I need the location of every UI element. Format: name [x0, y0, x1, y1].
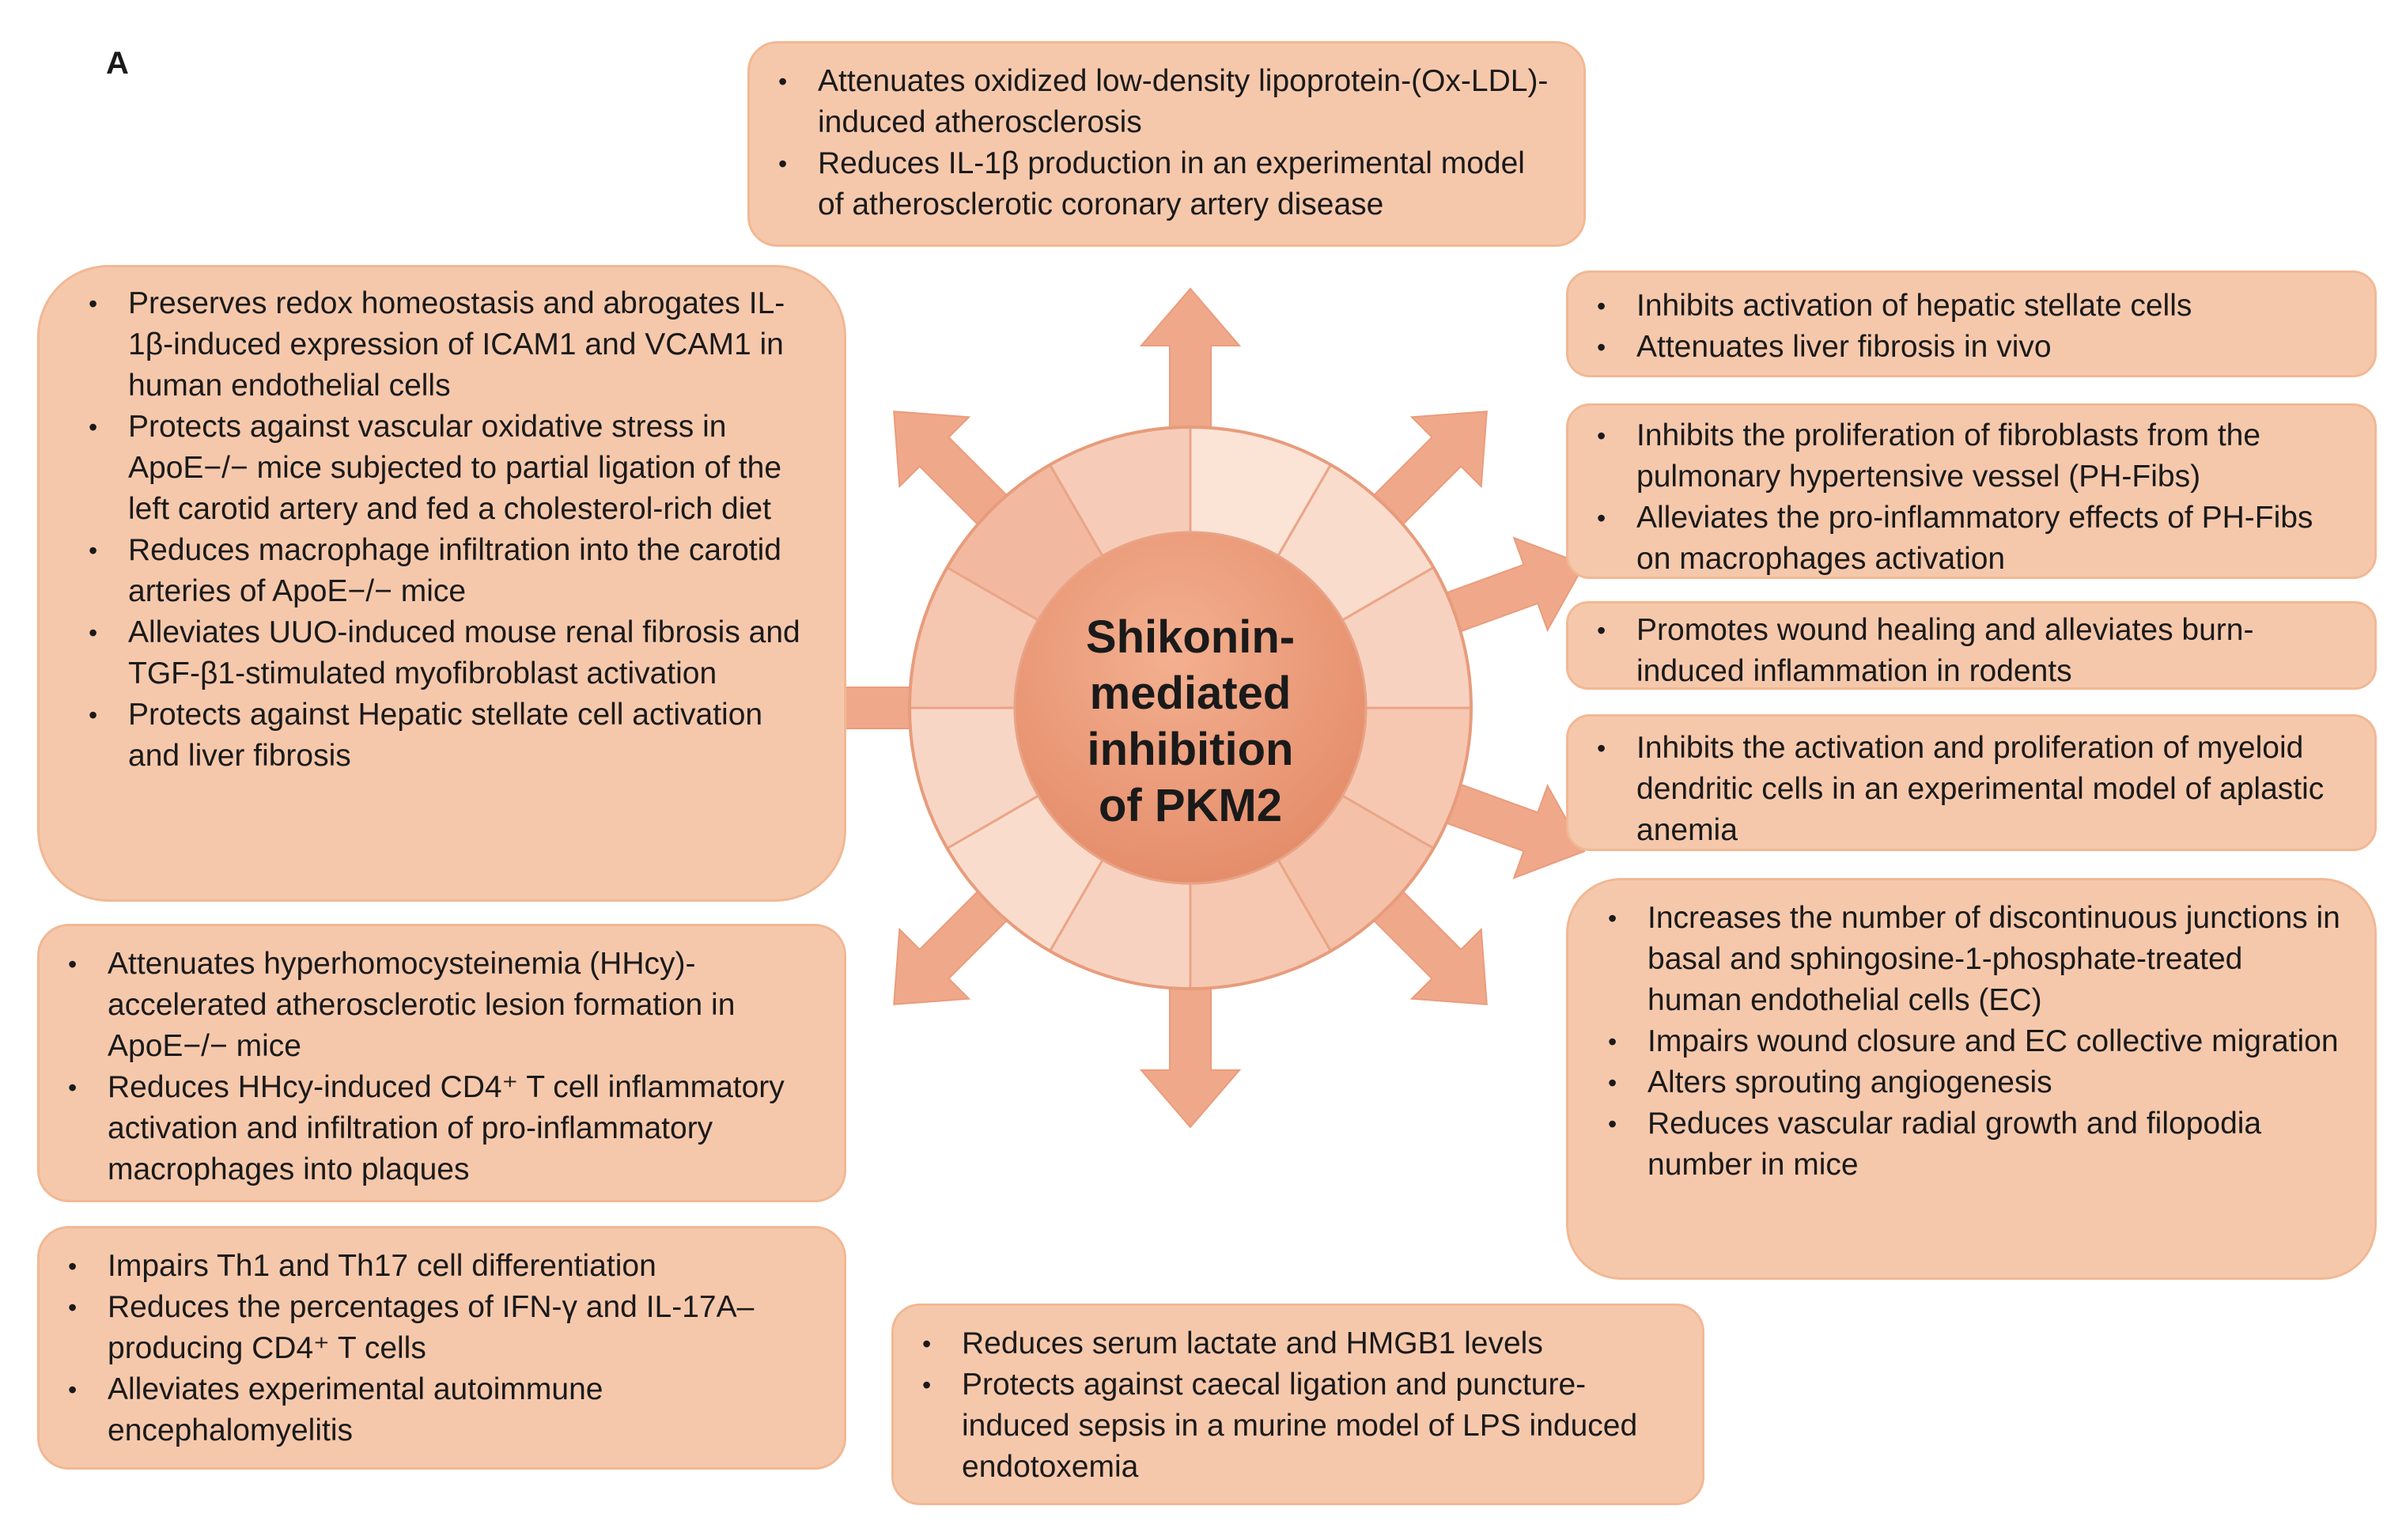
effect-item: Protects against vascular oxidative stre… — [84, 407, 812, 530]
effect-box-right-3: Promotes wound healing and alleviates bu… — [1566, 601, 2377, 690]
center-title: Shikonin- mediated inhibition of PKM2 — [1036, 609, 1345, 834]
center-circle — [1013, 531, 1368, 885]
effect-item: Promotes wound healing and alleviates bu… — [1592, 610, 2343, 692]
effect-item: Attenuates oxidized low-density lipoprot… — [774, 61, 1552, 143]
effect-item: Inhibits the activation and proliferatio… — [1592, 728, 2343, 851]
effect-item: Reduces the percentages of IFN-γ and IL-… — [63, 1287, 812, 1369]
effect-item: Alleviates the pro-inflammatory effects … — [1592, 498, 2343, 580]
panel-label: A — [106, 46, 129, 81]
effect-box-right-5: Increases the number of discontinuous ju… — [1566, 878, 2377, 1280]
effect-box-left-3: Impairs Th1 and Th17 cell differentiatio… — [37, 1226, 846, 1470]
effect-box-top-center: Attenuates oxidized low-density lipoprot… — [747, 41, 1586, 247]
effect-item: Alters sprouting angiogenesis — [1603, 1062, 2343, 1103]
effect-box-left-1: Preserves redox homeostasis and abrogate… — [37, 265, 846, 902]
effect-item: Inhibits activation of hepatic stellate … — [1592, 286, 2343, 327]
effect-item: Increases the number of discontinuous ju… — [1603, 898, 2343, 1021]
outer-ring — [908, 426, 1473, 990]
effect-item: Reduces vascular radial growth and filop… — [1603, 1103, 2343, 1186]
center-title-line: of PKM2 — [1099, 780, 1282, 831]
effect-item: Protects against Hepatic stellate cell a… — [84, 694, 812, 777]
center-title-line: inhibition — [1087, 724, 1294, 775]
effect-item: Attenuates liver fibrosis in vivo — [1592, 327, 2343, 368]
effect-item: Reduces HHcy-induced CD4⁺ T cell inflamm… — [63, 1067, 812, 1190]
effect-item: Impairs Th1 and Th17 cell differentiatio… — [63, 1246, 812, 1287]
center-title-line: mediated — [1089, 668, 1292, 719]
effect-item: Reduces IL-1β production in an experimen… — [774, 143, 1552, 225]
effect-item: Alleviates experimental autoimmune encep… — [63, 1369, 812, 1451]
effect-item: Reduces serum lactate and HMGB1 levels — [917, 1323, 1670, 1364]
effect-item: Attenuates hyperhomocysteinemia (HHcy)-a… — [63, 944, 812, 1067]
effect-item: Inhibits the proliferation of fibroblast… — [1592, 415, 2343, 498]
effect-item: Impairs wound closure and EC collective … — [1603, 1021, 2343, 1062]
effect-item: Preserves redox homeostasis and abrogate… — [84, 283, 812, 407]
effect-item: Reduces macrophage infiltration into the… — [84, 530, 812, 612]
effect-item: Alleviates UUO-induced mouse renal fibro… — [84, 612, 812, 694]
effect-box-left-2: Attenuates hyperhomocysteinemia (HHcy)-a… — [37, 924, 846, 1202]
center-title-line: Shikonin- — [1085, 611, 1296, 663]
effect-box-right-4: Inhibits the activation and proliferatio… — [1566, 714, 2377, 851]
effect-box-bottom-center: Reduces serum lactate and HMGB1 levels P… — [891, 1304, 1704, 1505]
ring-outline — [908, 426, 1473, 990]
effect-item: Protects against caecal ligation and pun… — [917, 1364, 1670, 1488]
effect-box-right-2: Inhibits the proliferation of fibroblast… — [1566, 403, 2377, 579]
effect-box-right-1: Inhibits activation of hepatic stellate … — [1566, 271, 2377, 377]
